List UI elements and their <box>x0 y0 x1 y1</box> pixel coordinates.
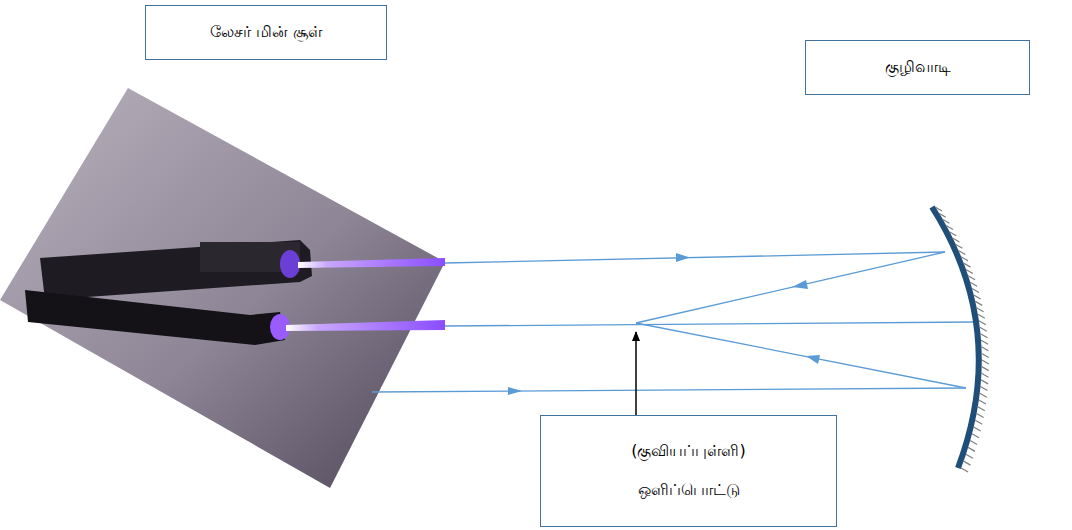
mirror-hatch <box>981 347 988 351</box>
mirror-hatch <box>978 314 985 318</box>
label-text: குழிவாடி <box>885 57 951 78</box>
mirror-hatch <box>980 327 987 331</box>
label-text: ஒளிப்பொட்டு <box>638 480 740 501</box>
mirror-hatch <box>972 289 979 293</box>
mirror-hatch <box>974 427 981 431</box>
mirror-label-box: குழிவாடி <box>805 40 1030 95</box>
mirror-hatch <box>970 441 977 445</box>
laser-photo <box>0 88 445 488</box>
mirror-hatch <box>981 340 988 344</box>
mirror-hatch <box>977 308 984 312</box>
mirror-hatch <box>964 461 971 465</box>
mirror-hatch <box>955 244 962 248</box>
mirror-hatch <box>982 353 989 357</box>
mirror-hatch <box>958 251 965 255</box>
mirror-hatch <box>968 276 975 280</box>
mirror-hatch <box>974 295 981 299</box>
mirror-hatch <box>968 447 975 451</box>
light-rays <box>372 252 976 392</box>
mirror-hatch <box>982 360 989 364</box>
mirror-hatch <box>978 407 985 411</box>
mirror-hatch <box>979 321 986 325</box>
mirror-hatch <box>982 367 989 371</box>
mirror-hatch <box>961 468 968 472</box>
mirror-hatch <box>964 263 971 267</box>
laser-pointer <box>25 240 445 345</box>
concave-mirror <box>932 207 989 472</box>
mirror-hatch <box>966 454 973 458</box>
mirror-hatch <box>981 387 988 391</box>
mirror-hatch <box>970 282 977 286</box>
mirror-hatch <box>939 213 946 217</box>
mirror-hatch <box>979 400 986 404</box>
device-label-box: லேசர் மின் சூள் <box>145 5 387 60</box>
mirror-hatch <box>980 393 987 397</box>
mirror-hatch <box>946 226 953 230</box>
mirror-hatch <box>975 301 982 305</box>
mirror-hatch <box>952 238 959 242</box>
mirror-hatch <box>975 420 982 424</box>
mirror-hatch <box>977 413 984 417</box>
mirror-hatch <box>935 207 942 211</box>
mirror-hatch <box>981 373 988 377</box>
label-text: லேசர் மின் சூள் <box>210 22 322 43</box>
label-text: (குவியப்புள்ளி) <box>631 441 745 462</box>
mirror-hatch <box>949 232 956 236</box>
mirror-hatch <box>981 380 988 384</box>
mirror-hatch <box>966 269 973 273</box>
mirror-hatch <box>942 219 949 223</box>
mirror-hatch <box>961 257 968 261</box>
ray-arrowheads <box>508 253 820 395</box>
mirror-hatch <box>972 434 979 438</box>
focus-label-box: (குவியப்புள்ளி) ஒளிப்பொட்டு <box>540 415 837 527</box>
focus-leader-arrow <box>635 332 637 415</box>
mirror-hatch <box>981 334 988 338</box>
